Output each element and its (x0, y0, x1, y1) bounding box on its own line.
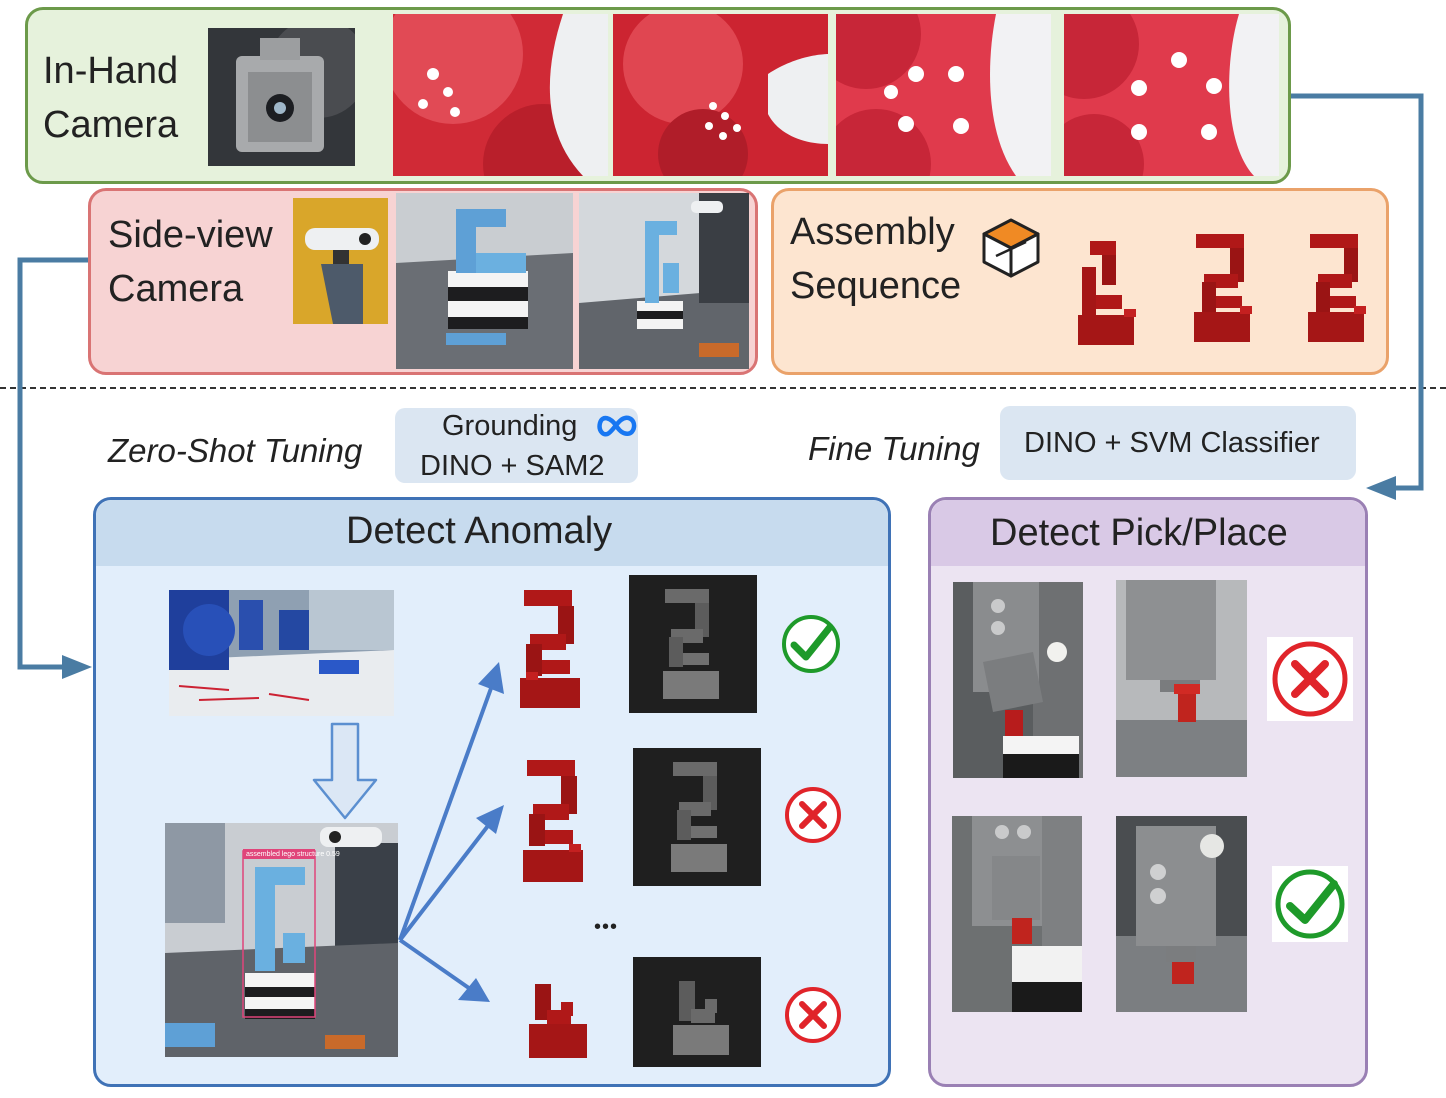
meta-infinity-icon (597, 415, 637, 437)
gripper-camera-photo (208, 28, 355, 166)
gripper-photo-3 (952, 816, 1082, 1012)
detect-pick-place-title-bar (931, 500, 1365, 566)
anomaly-depth-2 (633, 748, 761, 886)
in-hand-label-1: In-Hand (43, 50, 179, 92)
assembly-step-1-lego (1078, 241, 1136, 345)
detection-photo (165, 823, 398, 1057)
gripper-photo-2 (1116, 580, 1247, 777)
cube-assembly-icon (982, 218, 1040, 278)
detect-pick-place-title: Detect Pick/Place (990, 512, 1288, 554)
anomaly-lego-1 (520, 590, 580, 708)
detect-anomaly-title-bar (96, 500, 888, 566)
zero-shot-label: Zero-Shot Tuning (108, 432, 363, 469)
side-view-frame-2 (579, 193, 749, 369)
check-icon (1272, 866, 1348, 942)
zero-shot-model-line2: DINO + SAM2 (420, 450, 605, 482)
gripper-photo-1 (953, 582, 1083, 778)
in-hand-frame-1 (393, 14, 608, 176)
cross-icon (1267, 637, 1353, 721)
fine-tuning-model-text: DINO + SVM Classifier (1024, 427, 1320, 459)
section-divider (0, 387, 1446, 389)
zero-shot-model-line1: Grounding (442, 410, 578, 442)
anomaly-depth-1 (629, 575, 757, 713)
in-hand-frame-4 (1064, 14, 1279, 176)
side-view-label-2: Camera (108, 268, 244, 310)
detect-anomaly-title: Detect Anomaly (346, 510, 613, 552)
side-camera-device-photo (293, 198, 388, 324)
robot-lab-photo (169, 590, 394, 716)
side-view-frame-1 (396, 193, 573, 369)
anomaly-lego-2 (523, 760, 583, 882)
ellipsis: ••• (594, 916, 619, 938)
cross-icon (785, 787, 841, 843)
in-hand-frame-2 (613, 14, 828, 176)
detection-box-label: assembled lego structure 0.59 (246, 851, 340, 858)
assembly-label-2: Sequence (790, 265, 962, 307)
in-hand-label-2: Camera (43, 104, 179, 146)
assembly-step-3-lego (1308, 234, 1366, 342)
cross-icon (785, 987, 841, 1043)
anomaly-depth-3 (633, 957, 761, 1067)
assembly-step-2-lego (1194, 234, 1252, 342)
down-arrow-icon (312, 722, 378, 820)
fine-tuning-label: Fine Tuning (808, 430, 980, 467)
in-hand-frame-3 (836, 14, 1051, 176)
zero-shot-model-pill (395, 408, 638, 483)
assembly-label-1: Assembly (790, 211, 955, 253)
gripper-photo-4 (1116, 816, 1247, 1012)
anomaly-lego-3 (529, 984, 587, 1058)
side-view-label-1: Side-view (108, 214, 273, 256)
check-icon (782, 615, 840, 673)
